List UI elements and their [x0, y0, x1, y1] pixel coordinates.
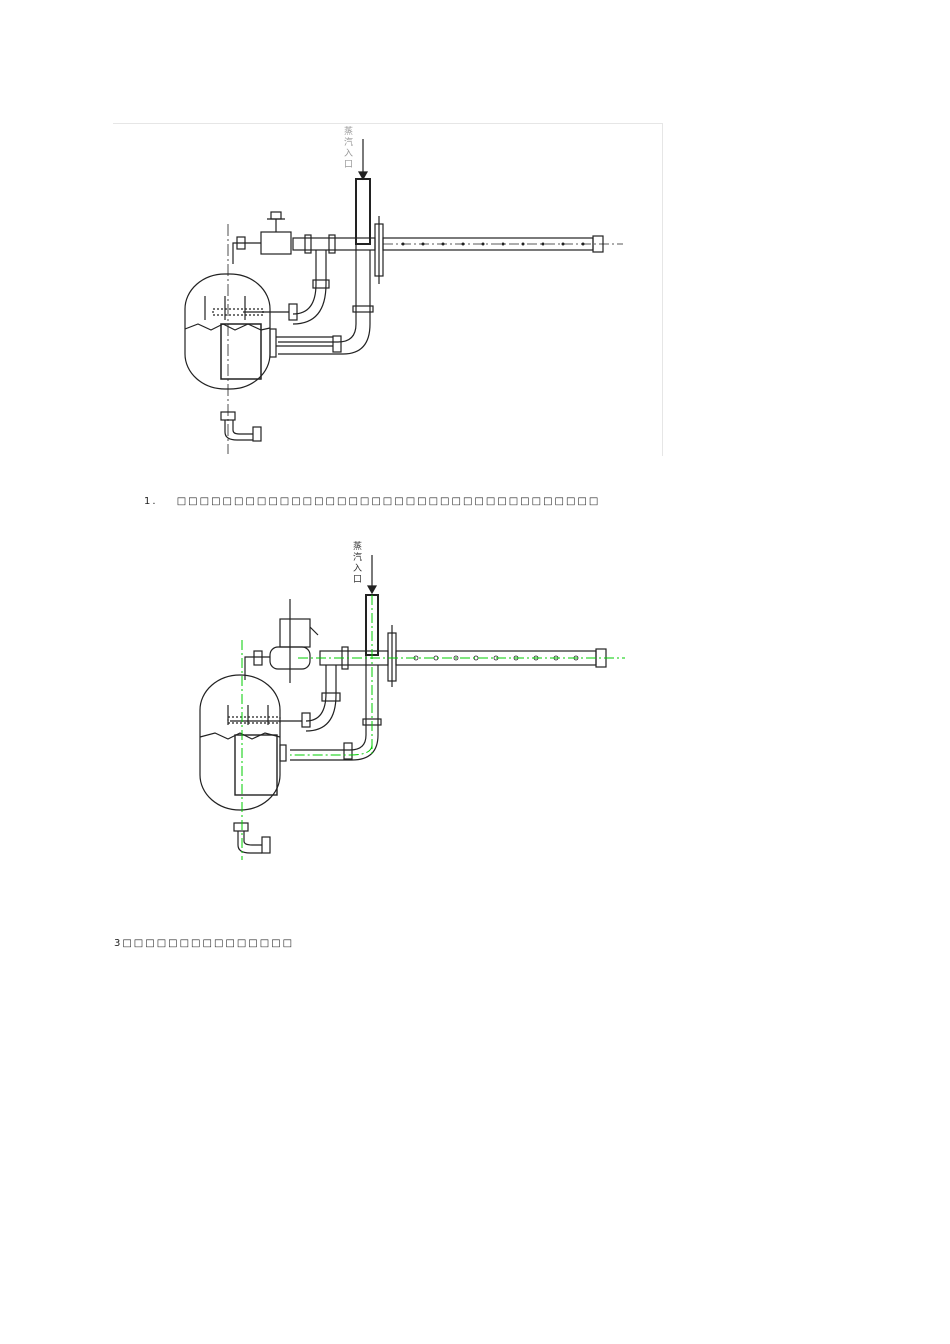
- caption-1: 1. □□□□□□□□□□□□□□□□□□□□□□□□□□□□□□□□□□□□□: [144, 496, 600, 507]
- caption-text: □□□□□□□□□□□□□□□□□□□□□□□□□□□□□□□□□□□□□: [176, 496, 601, 507]
- steam-humidifier-diagram-1: 蒸汽入口: [113, 123, 663, 456]
- valve-body: [260, 231, 292, 255]
- steam-inlet-label: 蒸汽入口: [342, 126, 352, 170]
- tube-holes: [401, 242, 585, 246]
- steam-humidifier-diagram-2: 蒸汽入口: [190, 535, 640, 865]
- diagram-drawing: [184, 139, 623, 454]
- steam-inlet-label: 蒸汽入口: [351, 541, 361, 585]
- diagram-drawing: [199, 555, 625, 860]
- tank: [184, 273, 271, 390]
- caption-number: 1.: [144, 496, 158, 507]
- centerlines: [241, 595, 625, 860]
- caption-text: 3□□□□□□□□□□□□□□□: [114, 938, 295, 949]
- inlet-pipe: [355, 178, 371, 245]
- caption-3: 3□□□□□□□□□□□□□□□: [114, 938, 294, 949]
